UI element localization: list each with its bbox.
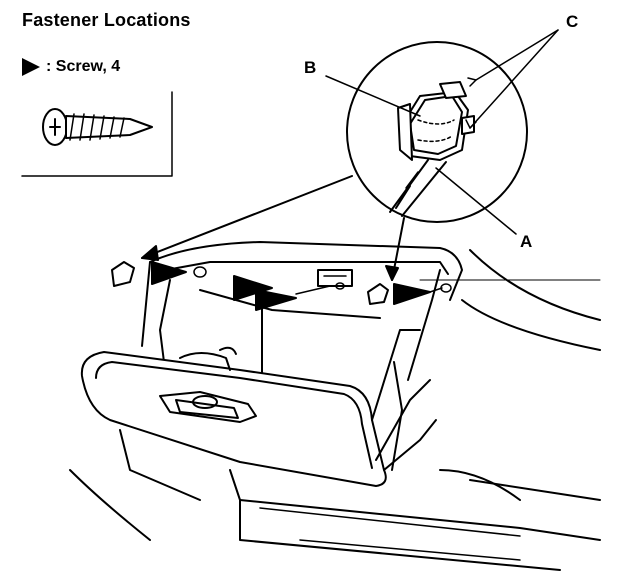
callout-c-leader-1: [475, 29, 559, 81]
page-title: Fastener Locations: [22, 10, 191, 30]
detail-clip: [389, 81, 475, 217]
legend: : Screw, 4: [22, 58, 120, 76]
legend-text: : Screw, 4: [46, 58, 121, 75]
lower-dash-panel: [69, 429, 601, 571]
glove-box-bin: [371, 329, 437, 471]
glove-box-opening: [141, 241, 601, 381]
screw-marker-4: [393, 283, 431, 305]
screw-icon: [42, 108, 153, 146]
arrow-to-left-clip: [141, 175, 353, 259]
screw-marker-1: [151, 261, 187, 285]
callout-c-leader-2: [469, 29, 559, 129]
glove-box-lid: [80, 346, 387, 487]
screw-markers: [151, 261, 431, 311]
screw-marker-2: [233, 275, 273, 301]
left-clip: [111, 261, 135, 287]
right-clip: [367, 283, 389, 305]
callout-label-b: B: [304, 58, 317, 77]
callout-b-leader: [325, 75, 421, 117]
callout-label-a: A: [520, 232, 533, 251]
callout-label-c: C: [566, 12, 579, 31]
screw-marker-icon: [22, 58, 40, 76]
screw-inset-frame: [21, 91, 173, 177]
screw-marker-3: [255, 289, 297, 311]
callout-a-leader: [435, 167, 517, 235]
